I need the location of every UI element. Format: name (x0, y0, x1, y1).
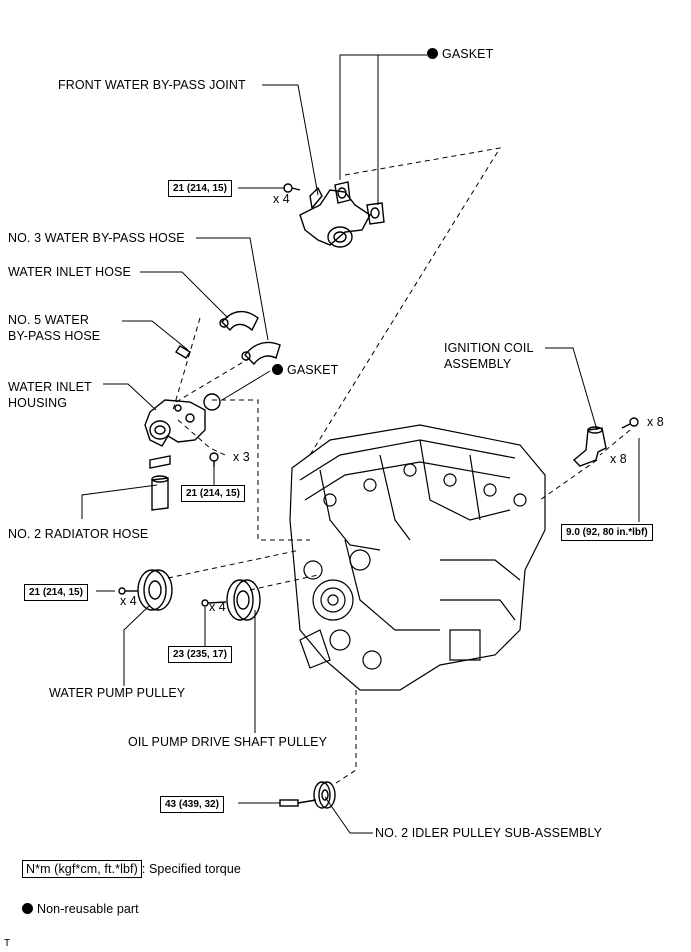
no3-hose-label: NO. 3 WATER BY-PASS HOSE (8, 231, 185, 245)
torque-box-bypass-joint: 21 (214, 15) (168, 180, 232, 197)
legend-nonreusable: Non-reusable part (22, 902, 139, 917)
front-water-bypass-joint-drawing (283, 181, 385, 248)
inlet-housing-label-line1: WATER INLET (8, 380, 92, 394)
gasket-top-text: GASKET (442, 47, 494, 61)
water-inlet-housing-drawing (144, 399, 219, 511)
non-reusable-dot-icon (22, 903, 33, 914)
non-reusable-dot-icon (427, 48, 438, 59)
no5-hose-label-line2: BY-PASS HOSE (8, 329, 101, 343)
oil-pump-pulley-drawing (201, 579, 261, 621)
hoses-drawing (175, 311, 281, 411)
qty-inlet-housing: x 3 (233, 450, 250, 464)
water-pump-pulley-drawing (118, 569, 173, 611)
gasket-mid-text: GASKET (287, 363, 339, 377)
no2-radiator-hose-label: NO. 2 RADIATOR HOSE (8, 527, 149, 541)
qty-ignition-coil: x 8 (610, 452, 627, 466)
qty-oil-pump: x 4 (209, 600, 226, 614)
dashed-assembly-lines (167, 147, 631, 786)
engine-assembly-drawing (289, 424, 546, 691)
leader-lines (81, 54, 640, 834)
ignition-coil-label-line2: ASSEMBLY (444, 357, 512, 371)
no5-hose-label-line1: NO. 5 WATER (8, 313, 89, 327)
qty-ignition-coil-bolt: x 8 (647, 415, 664, 429)
qty-bypass-joint: x 4 (273, 192, 290, 206)
legend-torque-unit: N*m (kgf*cm, ft.*lbf) (22, 860, 142, 878)
idler-pulley-label: NO. 2 IDLER PULLEY SUB-ASSEMBLY (375, 826, 603, 840)
ignition-coil-drawing (572, 417, 639, 467)
non-reusable-dot-icon (272, 364, 283, 375)
gasket-mid-label: GASKET (272, 363, 338, 378)
gasket-top-label: GASKET (427, 47, 493, 62)
oil-pump-pulley-label: OIL PUMP DRIVE SHAFT PULLEY (128, 735, 328, 749)
torque-box-oil-pump: 23 (235, 17) (168, 646, 232, 663)
torque-box-idler: 43 (439, 32) (160, 796, 224, 813)
water-inlet-hose-label: WATER INLET HOSE (8, 265, 131, 279)
footer-mark: T (4, 938, 11, 949)
inlet-housing-label-line2: HOUSING (8, 396, 68, 410)
legend-nonreusable-text: Non-reusable part (37, 902, 139, 916)
torque-box-ignition-coil: 9.0 (92, 80 in.*lbf) (561, 524, 653, 541)
legend-torque-text: : Specified torque (141, 862, 241, 876)
torque-box-water-pump: 21 (214, 15) (24, 584, 88, 601)
torque-box-inlet-housing: 21 (214, 15) (181, 485, 245, 502)
idler-pulley-drawing (279, 781, 336, 809)
water-pump-pulley-label: WATER PUMP PULLEY (49, 686, 186, 700)
ignition-coil-label-line1: IGNITION COIL (444, 341, 534, 355)
front-bypass-joint-label: FRONT WATER BY-PASS JOINT (58, 78, 246, 92)
legend-torque: N*m (kgf*cm, ft.*lbf): Specified torque (22, 860, 241, 878)
qty-water-pump: x 4 (120, 594, 137, 608)
